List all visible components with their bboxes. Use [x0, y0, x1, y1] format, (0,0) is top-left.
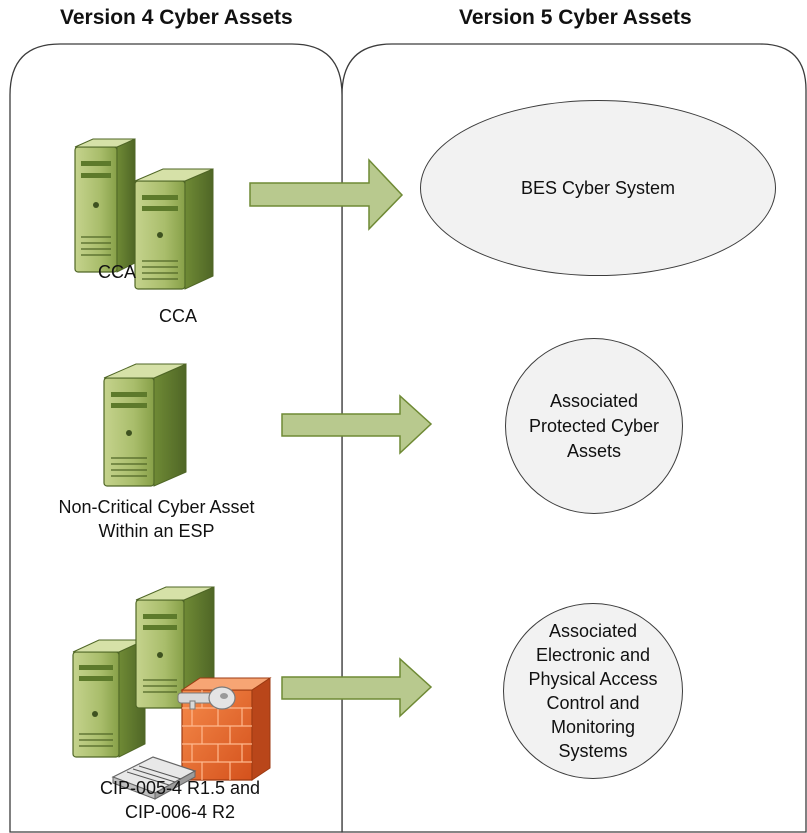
access-control-server-icon-1 [72, 639, 146, 758]
arrow-access-to-monitoring [281, 657, 433, 718]
non-critical-asset-label: Non-Critical Cyber Asset Within an ESP [0, 495, 313, 543]
cca-server-icon-1 [74, 138, 136, 273]
bes-cyber-system-label: BES Cyber System [520, 177, 676, 198]
access-label-line1: Associated [548, 621, 638, 641]
access-label-line3: Physical Access [528, 669, 658, 689]
cca-label-1: CCA [98, 262, 137, 282]
non-critical-server-icon [103, 363, 187, 487]
cip-label-line2: CIP-006-4 R2 [124, 802, 236, 822]
cca-server-icon-2 [134, 168, 214, 290]
access-label-line6: Systems [558, 741, 628, 761]
protected-label-line3: Assets [566, 440, 622, 461]
bes-cyber-system-oval: BES Cyber System [420, 100, 776, 276]
non-critical-label-line1: Non-Critical Cyber Asset [58, 497, 255, 517]
right-column-title: Version 5 Cyber Assets [459, 6, 692, 29]
access-label-line5: Monitoring [550, 717, 636, 737]
protected-label-line2: Protected Cyber [528, 415, 660, 436]
protected-cyber-assets-oval: Associated Protected Cyber Assets [505, 338, 683, 514]
card-reader-icon [111, 756, 197, 800]
cip-label: CIP-005-4 R1.5 and CIP-006-4 R2 [0, 776, 360, 824]
access-label-line4: Control and [546, 693, 640, 713]
firewall-icon [180, 677, 272, 781]
cca-label-2: CCA [159, 306, 198, 326]
protected-label-line1: Associated [549, 390, 639, 411]
arrow-cca-to-bes [249, 158, 404, 231]
cip-label-line1: CIP-005-4 R1.5 and [99, 778, 261, 798]
access-control-systems-oval: Associated Electronic and Physical Acces… [503, 603, 683, 779]
left-column-title: Version 4 Cyber Assets [60, 6, 293, 29]
access-label-line2: Electronic and [535, 645, 651, 665]
non-critical-label-line2: Within an ESP [98, 521, 215, 541]
key-icon [177, 686, 236, 710]
arrow-noncritical-to-protected [281, 394, 433, 455]
